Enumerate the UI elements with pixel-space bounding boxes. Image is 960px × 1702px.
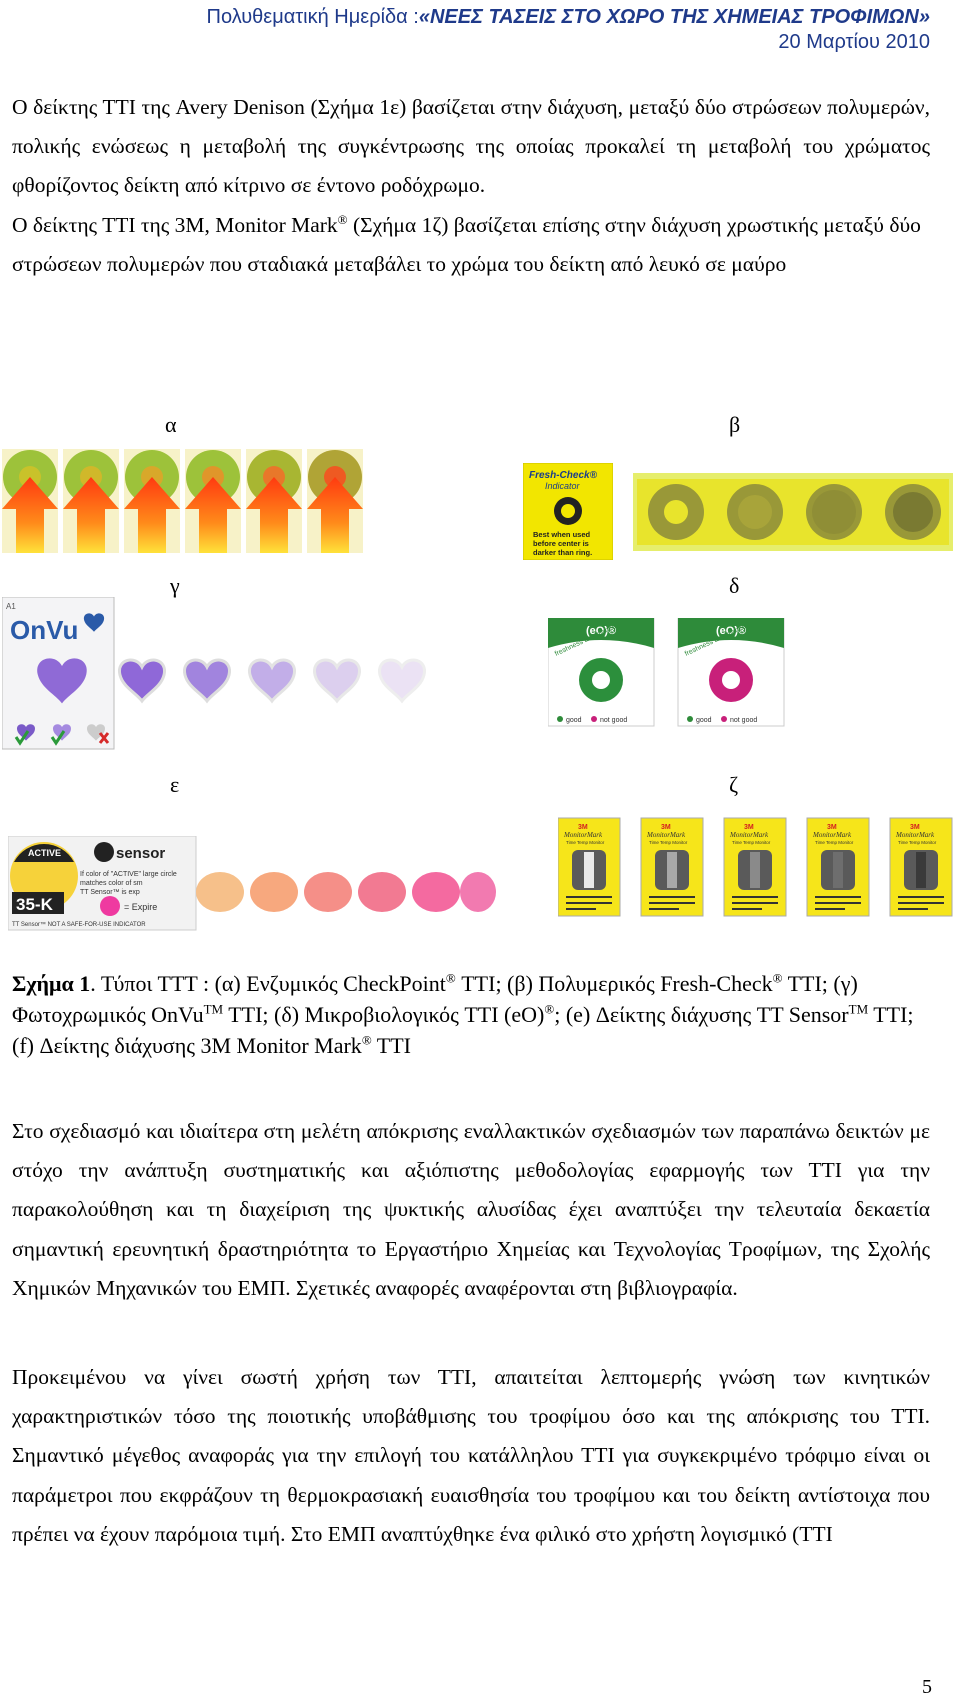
ttsensor-indicators-image: ACTIVE 35-K sensor If color of "ACTIVE" … [8,836,496,931]
onvu-panel: A1 OnVu [2,597,432,752]
checkpoint-panel [2,447,372,557]
freshcheck-label: Fresh-Check® Indicator Best when used be… [523,463,613,560]
svg-text:3M: 3M [578,824,588,831]
freshcheck-strip [633,473,953,551]
svg-text:Best when used: Best when used [533,530,591,539]
svg-text:good: good [696,717,712,724]
monitormark-card-4: 3M MonitorMark Time Temp Monitor [806,817,870,917]
svg-text:OnVu: OnVu [10,615,78,645]
avery-paragraph: Ο δείκτης ΤΤΙ της Avery Denison (Σχήμα 1… [12,95,930,198]
svg-text:good: good [566,717,582,724]
svg-text:MonitorMark: MonitorMark [729,831,769,839]
freshcheck-card-image: Fresh-Check® Indicator Best when used be… [523,463,613,560]
svg-text:MonitorMark: MonitorMark [646,831,686,839]
checkpoint-indicators-image [2,449,363,553]
svg-text:not good: not good [730,717,757,724]
intro-paragraph: Ο δείκτης ΤΤΙ της Avery Denison (Σχήμα 1… [12,88,930,284]
svg-text:before center is: before center is [533,539,589,548]
label-delta: δ [729,573,740,598]
monitormark-card-1: 3M MonitorMark Time Temp Monitor [558,817,621,917]
svg-text:= Expire: = Expire [124,902,157,912]
monitormark-card-5: 3M MonitorMark Time Temp Monitor [889,817,953,917]
monitormark-panel: 3M MonitorMark Time Temp Monitor 3M Moni… [558,816,953,920]
eo-card-spoiled: (eO)® freshness at a glance good not goo… [677,618,785,727]
eo-indicators-image: (eO)® freshness at a glance good not goo… [548,618,785,727]
monitormark-indicators-image: 3M MonitorMark Time Temp Monitor 3M Moni… [558,817,953,917]
monitormark-card-2: 3M MonitorMark Time Temp Monitor [640,817,704,917]
svg-text:A1: A1 [6,602,16,611]
label-epsilon: ε [170,772,180,797]
svg-text:MonitorMark: MonitorMark [563,831,603,839]
svg-text:TT Sensor™ is exp: TT Sensor™ is exp [80,889,140,896]
svg-text:not good: not good [600,717,627,724]
svg-text:sensor: sensor [116,845,165,862]
svg-text:Time Temp Monitor: Time Temp Monitor [566,840,605,845]
conference-title: Πολυθεματική Ημερίδα :«ΝΕΕΣ ΤΑΣΕΙΣ ΣΤΟ Χ… [206,6,930,28]
label-beta: β [729,412,741,437]
svg-text:Time Temp Monitor: Time Temp Monitor [649,840,688,845]
svg-text:Time Temp Monitor: Time Temp Monitor [898,840,937,845]
label-zeta: ζ [729,772,739,797]
svg-text:TT Sensor™ NOT A SAFE-FOR-USE: TT Sensor™ NOT A SAFE-FOR-USE INDICATOR [12,921,146,928]
svg-text:Indicator: Indicator [545,481,581,491]
monitor-mark-paragraph: Ο δείκτης ΤΤΙ της 3M, Monitor Mark® (Σχή… [12,211,921,276]
eo-panel: (eO)® freshness at a glance good not goo… [548,618,788,728]
svg-text:(eO)®: (eO)® [586,625,616,637]
monitormark-card-3: 3M MonitorMark Time Temp Monitor [723,817,787,917]
svg-text:Time Temp Monitor: Time Temp Monitor [815,840,854,845]
freshcheck-strip-image [633,473,953,551]
ttsensor-panel: ACTIVE 35-K sensor If color of "ACTIVE" … [8,836,498,932]
svg-text:3M: 3M [910,824,920,831]
svg-text:(eO)®: (eO)® [716,625,746,637]
label-gamma: γ [170,573,180,598]
svg-text:Time Temp Monitor: Time Temp Monitor [732,840,771,845]
conference-date: 20 Μαρτίου 2010 [778,31,930,53]
svg-text:MonitorMark: MonitorMark [895,831,935,839]
label-alpha: α [165,412,177,437]
svg-text:3M: 3M [744,824,754,831]
svg-text:3M: 3M [827,824,837,831]
onvu-indicators-image: A1 OnVu [2,597,427,750]
svg-text:35-K: 35-K [16,895,54,914]
tti-selection-paragraph: Προκειμένου να γίνει σωστή χρήση των ΤΤΙ… [12,1365,930,1546]
svg-text:matches color of sm: matches color of sm [80,880,143,887]
svg-text:MonitorMark: MonitorMark [812,831,852,839]
research-paragraph: Στο σχεδιασμό και ιδιαίτερα στη μελέτη α… [12,1119,930,1300]
svg-text:Fresh-Check®: Fresh-Check® [529,470,598,481]
page-number: 5 [922,1676,932,1698]
svg-text:darker than ring.: darker than ring. [533,548,592,557]
figure-caption: Σχήμα 1. Τύποι ΤΤΤ : (α) Ενζυμικός Check… [12,970,914,1058]
caption-label: Σχήμα 1 [12,971,91,996]
page-header: Πολυθεματική Ημερίδα :«ΝΕΕΣ ΤΑΣΕΙΣ ΣΤΟ Χ… [207,5,930,55]
svg-text:ACTIVE: ACTIVE [28,848,61,858]
eo-card-fresh: (eO)® freshness at a glance good not goo… [548,618,655,727]
svg-text:3M: 3M [661,824,671,831]
svg-text:If color of "ACTIVE" large cir: If color of "ACTIVE" large circle [80,871,177,878]
